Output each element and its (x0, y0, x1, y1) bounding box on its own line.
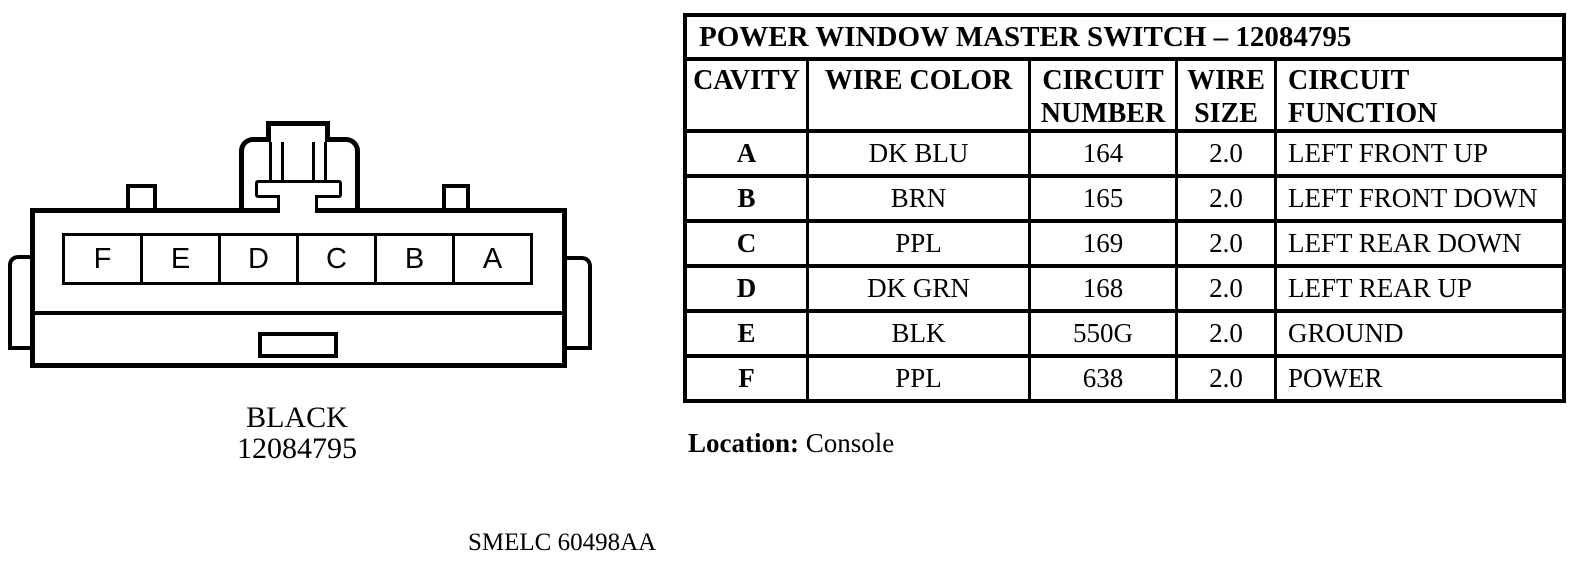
cell-color: PPL (809, 358, 1031, 399)
cell-color: DK GRN (809, 268, 1031, 309)
table-header-row: CAVITY WIRE COLOR CIRCUIT NUMBER WIRE SI… (687, 61, 1562, 133)
table-row-a: A DK BLU 164 2.0 LEFT FRONT UP (687, 133, 1562, 178)
cell-circuit: 169 (1031, 223, 1178, 264)
cell-color: BLK (809, 313, 1031, 354)
connector-part-number: 12084795 (237, 432, 357, 465)
cell-function: LEFT REAR DOWN (1288, 228, 1522, 258)
cell-size: 2.0 (1178, 178, 1277, 219)
cell-circuit: 168 (1031, 268, 1178, 309)
cell-size: 2.0 (1178, 358, 1277, 399)
connector-divider-line (33, 311, 564, 315)
cell-function: LEFT FRONT UP (1288, 138, 1489, 168)
cell-cavity: A (687, 133, 809, 174)
cell-function: GROUND (1288, 318, 1404, 348)
location-line: Location: Console (688, 428, 894, 459)
cell-color: BRN (809, 178, 1031, 219)
cell-size: 2.0 (1178, 223, 1277, 264)
header-wire-color: WIRE COLOR (809, 61, 1031, 129)
cell-cavity: F (687, 358, 809, 399)
cavity-cell-f: F (65, 236, 143, 282)
cell-circuit: 638 (1031, 358, 1178, 399)
cell-function: LEFT REAR UP (1288, 273, 1473, 303)
cavity-cell-d: D (221, 236, 299, 282)
cavity-cell-c: C (299, 236, 377, 282)
cell-cavity: C (687, 223, 809, 264)
connector-right-ear (562, 256, 592, 350)
header-circuit-number: CIRCUIT NUMBER (1031, 61, 1178, 129)
cavity-cell-a: A (482, 242, 503, 275)
cell-function: LEFT FRONT DOWN (1288, 183, 1538, 213)
cavity-cell-e: E (143, 236, 221, 282)
location-value: Console (805, 428, 895, 458)
table-row-d: D DK GRN 168 2.0 LEFT REAR UP (687, 268, 1562, 313)
connector-keyway (258, 332, 338, 358)
cell-cavity: E (687, 313, 809, 354)
table-row-e: E BLK 550G 2.0 GROUND (687, 313, 1562, 358)
header-cavity: CAVITY (687, 61, 809, 129)
connector-caption: BLACK 12084795 (147, 402, 447, 464)
cell-circuit: 164 (1031, 133, 1178, 174)
connector-left-tab (126, 184, 157, 208)
location-label: Location: (688, 428, 799, 458)
table-title: POWER WINDOW MASTER SWITCH – 12084795 (687, 17, 1562, 61)
document-code: SMELC 60498AA (468, 529, 657, 556)
cell-cavity: D (687, 268, 809, 309)
cell-circuit: 550G (1031, 313, 1178, 354)
connector-latch-channel (277, 195, 318, 213)
header-circuit-function: CIRCUIT FUNCTION (1288, 65, 1438, 129)
connector-right-tab (442, 184, 470, 208)
cell-size: 2.0 (1178, 268, 1277, 309)
cell-circuit: 165 (1031, 178, 1178, 219)
cell-color: DK BLU (809, 133, 1031, 174)
table-row-b: B BRN 165 2.0 LEFT FRONT DOWN (687, 178, 1562, 223)
table-row-c: C PPL 169 2.0 LEFT REAR DOWN (687, 223, 1562, 268)
connector-color-label: BLACK (246, 401, 348, 434)
header-wire-size: WIRE SIZE (1178, 61, 1277, 129)
cell-cavity: B (687, 178, 809, 219)
cavity-cell-b: B (377, 236, 455, 282)
cell-color: PPL (809, 223, 1031, 264)
cell-size: 2.0 (1178, 313, 1277, 354)
connector-cavity-row: F E D C B A (62, 233, 533, 285)
cell-size: 2.0 (1178, 133, 1277, 174)
cell-function: POWER (1288, 363, 1383, 393)
connector-latch-tab (266, 121, 330, 142)
pinout-table: POWER WINDOW MASTER SWITCH – 12084795 CA… (683, 13, 1566, 403)
table-row-f: F PPL 638 2.0 POWER (687, 358, 1562, 399)
